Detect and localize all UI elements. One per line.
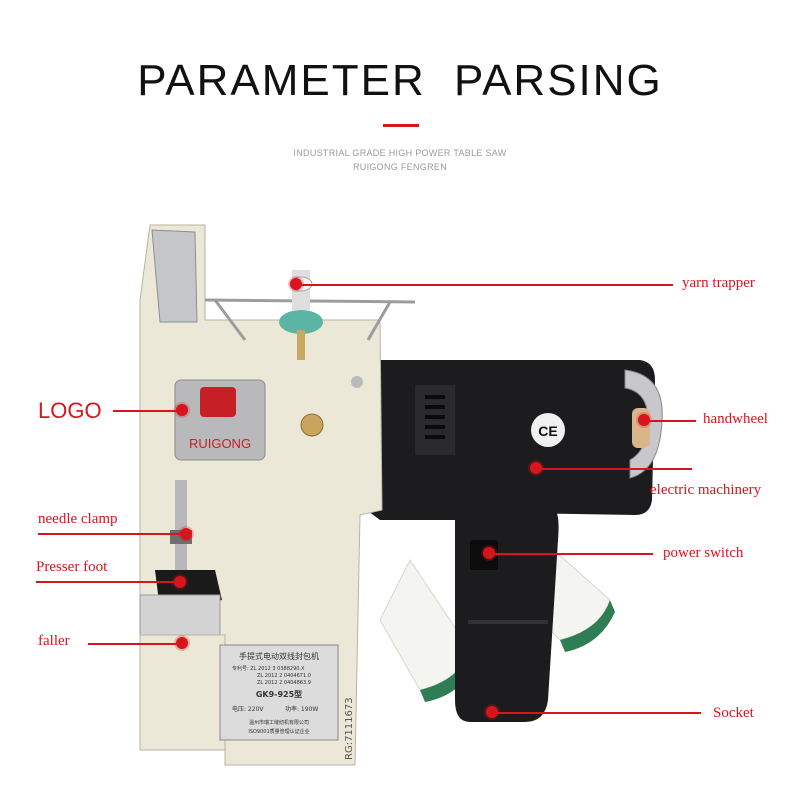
callout-logo-dot [176, 404, 188, 416]
serial-number: RG:7111673 [344, 697, 355, 760]
callout-yarn-trapper-dot [290, 278, 302, 290]
ce-mark: CE [538, 423, 557, 439]
callout-faller: faller [38, 633, 70, 649]
callout-power-switch-line [493, 553, 653, 555]
nameplate-voltage: 电压: 220V [232, 705, 264, 713]
callout-logo: LOGO [38, 398, 102, 423]
callout-electric-machinery-line [540, 468, 692, 470]
nameplate-patent-3: ZL 2012 2 0404863.9 [257, 680, 311, 686]
callout-needle-clamp-dot [180, 528, 192, 540]
subtitle-line-1: INDUSTRIAL GRADE HIGH POWER TABLE SAW [293, 148, 507, 158]
callout-handwheel-dot [638, 414, 650, 426]
callout-handwheel-line [648, 420, 696, 422]
callout-socket-line [496, 712, 701, 714]
callout-needle-clamp: needle clamp [38, 511, 118, 527]
subtitle-line-2: RUIGONG FENGREN [352, 162, 447, 172]
nameplate-patent-1: 专利号: ZL 2012 3 0388290.X [232, 665, 305, 672]
handle [455, 510, 559, 722]
callout-needle-clamp-line [38, 533, 188, 535]
callout-electric-machinery-dot [530, 462, 542, 474]
machine-body: RUIGONG 手提式电动双线封包机 专利号: ZL 2012 3 038829… [139, 224, 416, 766]
callout-power-switch-dot [483, 547, 495, 559]
callout-socket-dot [486, 706, 498, 718]
callout-logo-line [113, 410, 183, 412]
nameplate-patent-2: ZL 2012 2 0404671.0 [257, 673, 311, 679]
nameplate-cert: ISO9001质量管理认证企业 [248, 728, 309, 735]
nameplate-model: GK9-925型 [256, 689, 302, 699]
callout-socket: Socket [713, 705, 754, 721]
callout-electric-machinery: electric machinery [650, 482, 762, 498]
callout-yarn-trapper: yarn trapper [682, 275, 755, 291]
callout-power-switch: power switch [663, 545, 744, 561]
nameplate-maker: 温州市瑞工缝纫机有限公司 [249, 719, 309, 726]
callout-handwheel: handwheel [703, 411, 768, 427]
nameplate-power: 功率: 190W [285, 705, 318, 713]
title-underline [383, 124, 419, 127]
page-title: PARAMETER PARSING [137, 56, 663, 105]
brand-name: RUIGONG [189, 436, 251, 451]
motor-housing: CE [360, 360, 663, 520]
callout-yarn-trapper-line [300, 284, 673, 286]
callout-presser-foot: Presser foot [36, 559, 108, 575]
callout-presser-foot-line [36, 581, 181, 583]
callout-faller-line [88, 643, 183, 645]
callout-faller-dot [176, 637, 188, 649]
nameplate-title: 手提式电动双线封包机 [239, 651, 319, 661]
callout-presser-foot-dot [174, 576, 186, 588]
